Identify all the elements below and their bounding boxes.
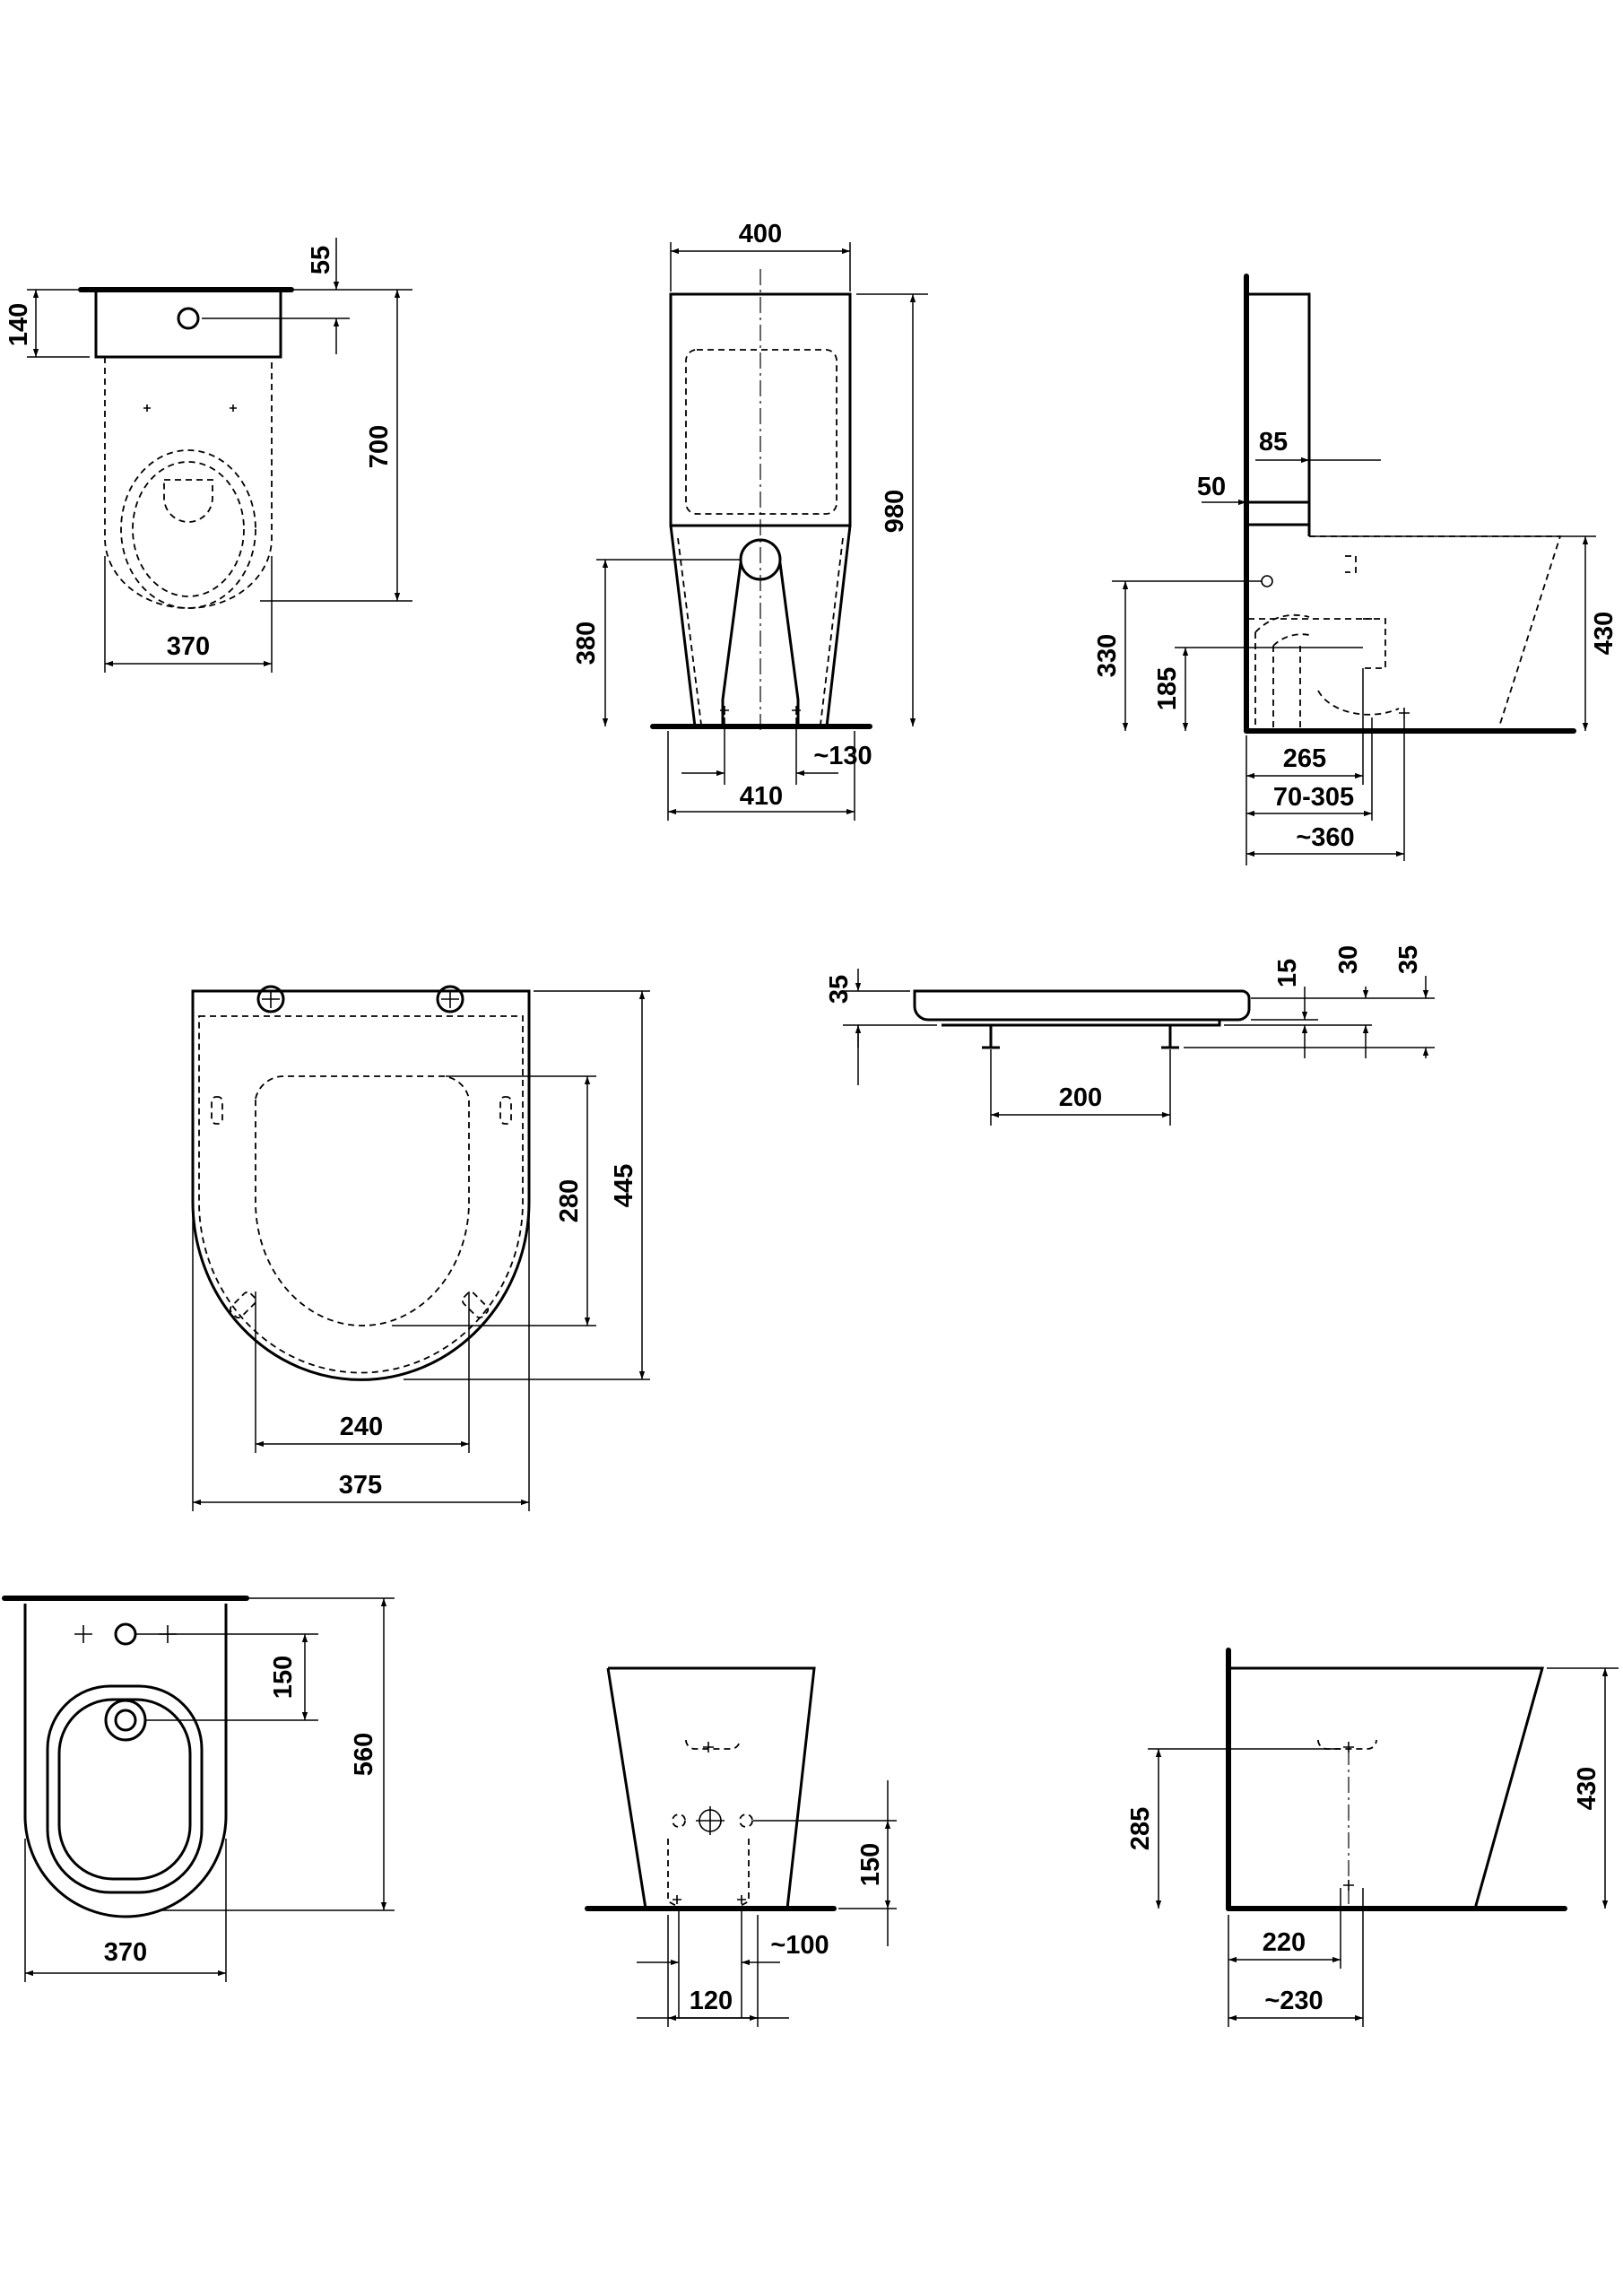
wc-top-width-label: 370 — [167, 632, 210, 661]
wc-side-tank-label: 85 — [1259, 428, 1288, 457]
seat-top-inner-width-label: 240 — [340, 1413, 383, 1441]
wc-side-outlet-dist-label: 265 — [1283, 744, 1326, 773]
wc-front-view: 400 980 380 ~130 410 — [572, 220, 928, 821]
bidet-top-depth-label: 560 — [350, 1733, 378, 1776]
seat-side-35-label: 35 — [1394, 945, 1423, 974]
seat-side-view: 35 15 30 35 200 — [825, 945, 1435, 1126]
bidet-top-width-label: 370 — [104, 1938, 147, 1967]
wc-top-hole-label: 55 — [307, 246, 335, 274]
wc-side-depth-label: ~360 — [1296, 823, 1354, 852]
wc-side-inlet-height-label: 330 — [1093, 634, 1122, 677]
wc-front-base-label: 410 — [740, 782, 783, 811]
wc-side-height-label: 430 — [1590, 612, 1619, 655]
bidet-side-230-label: ~230 — [1264, 1987, 1323, 2015]
seat-top-inner-depth-label: 280 — [555, 1179, 584, 1222]
wc-top-depth-label: 700 — [365, 425, 394, 468]
wc-side-view: 85 50 430 330 185 265 70-305 ~360 — [1093, 274, 1619, 865]
bidet-side-tap-height-label: 285 — [1126, 1807, 1155, 1850]
wc-front-width-label: 400 — [739, 220, 782, 248]
seat-side-hinge-label: 200 — [1059, 1083, 1102, 1112]
bidet-front-view: 150 ~100 120 — [585, 1666, 897, 2027]
bidet-front-fixing-label: ~100 — [770, 1931, 829, 1960]
seat-side-thickness-label: 35 — [825, 975, 854, 1004]
bidet-side-220-label: 220 — [1263, 1928, 1306, 1957]
wc-front-inlet-label: 380 — [572, 622, 601, 665]
seat-top-width-label: 375 — [339, 1471, 382, 1500]
wc-front-fixing-label: ~130 — [813, 742, 872, 770]
wc-top-view: 140 55 700 370 — [4, 238, 412, 673]
bidet-front-spacing-label: 120 — [690, 1987, 733, 2015]
wc-side-outlet-height-label: 185 — [1153, 667, 1182, 710]
wc-top-rim-label: 140 — [4, 303, 33, 346]
seat-side-15-label: 15 — [1273, 959, 1302, 987]
seat-top-view: 445 280 240 375 — [191, 985, 650, 1511]
bidet-side-view: 430 285 220 ~230 — [1126, 1648, 1619, 2027]
seat-top-depth-label: 445 — [610, 1164, 638, 1207]
seat-side-30-label: 30 — [1334, 945, 1363, 974]
bidet-front-height-label: 150 — [856, 1843, 885, 1886]
wc-side-inlet-label: 50 — [1197, 473, 1226, 501]
bidet-side-height-label: 430 — [1573, 1767, 1601, 1810]
wc-front-height-label: 980 — [881, 490, 909, 533]
bidet-top-view: 560 150 370 — [2, 1596, 395, 1982]
bidet-top-tap-label: 150 — [269, 1656, 298, 1699]
wc-side-outlet-range-label: 70-305 — [1273, 783, 1354, 812]
